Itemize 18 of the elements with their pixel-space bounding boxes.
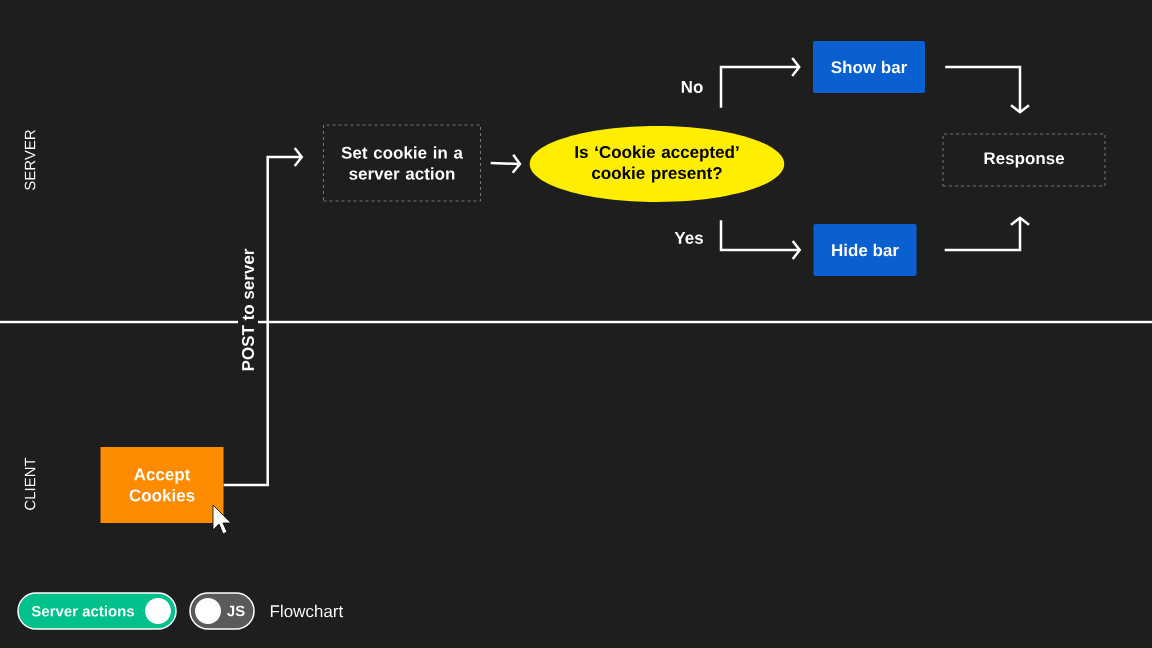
arrow (945, 65, 1030, 114)
toggle-switch: JS (189, 592, 255, 630)
arrow (944, 216, 1030, 252)
button-box: Accept Cookies (100, 447, 224, 523)
edge-label: No (678, 79, 706, 95)
toggle-switch: Server actions (17, 592, 177, 630)
edge-label: Yes (672, 230, 706, 246)
lane-label: CLIENT (24, 457, 36, 510)
output-box: Response (942, 133, 1106, 187)
process-box: Show bar (813, 41, 925, 93)
text-label: Flowchart (270, 604, 344, 618)
arrow (223, 147, 304, 487)
arrow (719, 57, 801, 108)
process-box: Hide bar (813, 224, 917, 276)
process-box: Set cookie in a server action (323, 124, 481, 202)
arrow (719, 220, 802, 260)
lane-label: SERVER (24, 130, 36, 191)
arrow (490, 154, 522, 174)
